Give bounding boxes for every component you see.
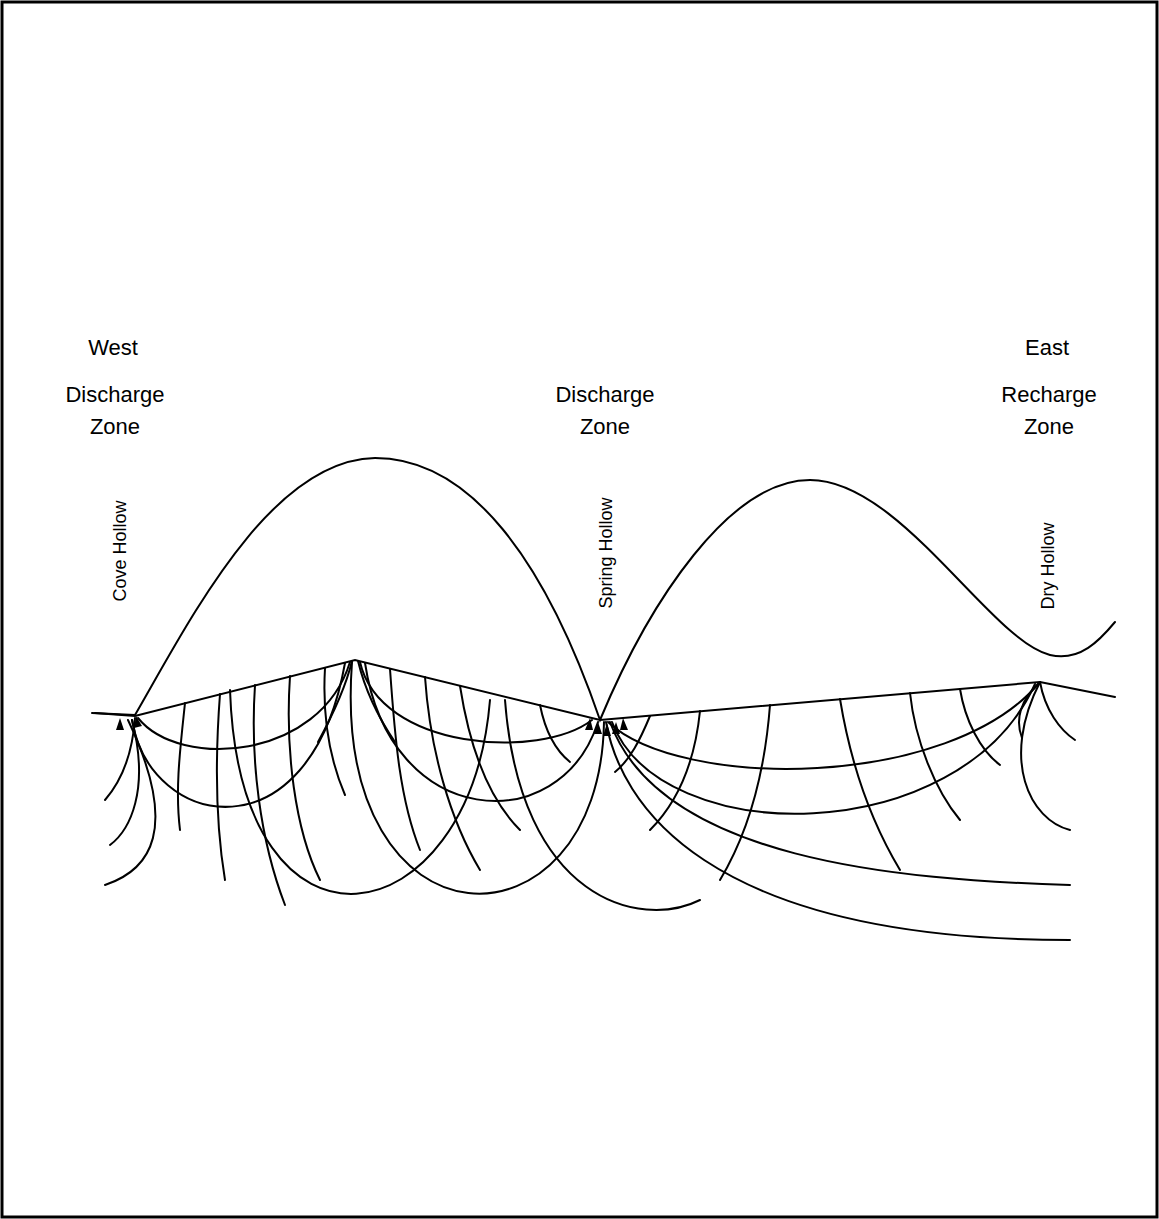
direction-label: East (1025, 336, 1069, 360)
flow-line (351, 662, 604, 894)
arrowhead (603, 723, 611, 736)
equipotential-line (217, 694, 225, 880)
equipotential-line (720, 705, 770, 880)
hollow-label: Dry Hollow (1036, 522, 1060, 609)
equipotential-line (390, 669, 420, 850)
equipotential-line (318, 661, 352, 742)
zone-label: Discharge Zone (50, 379, 180, 443)
equipotential-line (1019, 682, 1040, 738)
hollow-label: Spring Hollow (594, 497, 618, 608)
flow-line (110, 720, 139, 845)
water-table (95, 660, 1115, 720)
discharge-arrows (116, 716, 628, 736)
equipotential-line (960, 689, 1000, 765)
hollow-label: Cove Hollow (108, 500, 132, 601)
equipotential-line (178, 703, 185, 830)
equipotential-line (254, 685, 285, 905)
direction-label: West (88, 336, 138, 360)
equipotential-line (460, 686, 520, 830)
arrowhead (134, 716, 142, 728)
equipotential-line (650, 711, 700, 830)
flow-line (230, 690, 490, 894)
equipotential-line (840, 699, 900, 870)
flow-line (105, 720, 155, 885)
flow-line (610, 722, 1070, 885)
zone-label: Recharge Zone (984, 379, 1114, 443)
arrowhead (612, 722, 620, 734)
flow-line (365, 663, 598, 801)
zone-label: Discharge Zone (540, 379, 670, 443)
flow-line (505, 700, 700, 910)
arrowhead (116, 718, 124, 730)
equipotential-line (324, 668, 345, 795)
equipotential-line (910, 693, 960, 820)
land-surface (92, 458, 1115, 720)
equipotential-line (289, 676, 320, 880)
arrowhead (620, 718, 628, 730)
flow-line (138, 662, 350, 749)
flow-line (132, 663, 345, 807)
flow-line (105, 718, 135, 800)
arrowhead (585, 718, 593, 730)
equipotential-line (425, 677, 480, 870)
flow-line (608, 682, 1040, 769)
equipotential-line (540, 705, 570, 762)
arrowhead (594, 722, 602, 734)
equipotential-line (1040, 682, 1075, 740)
equipotential-line (615, 716, 650, 772)
